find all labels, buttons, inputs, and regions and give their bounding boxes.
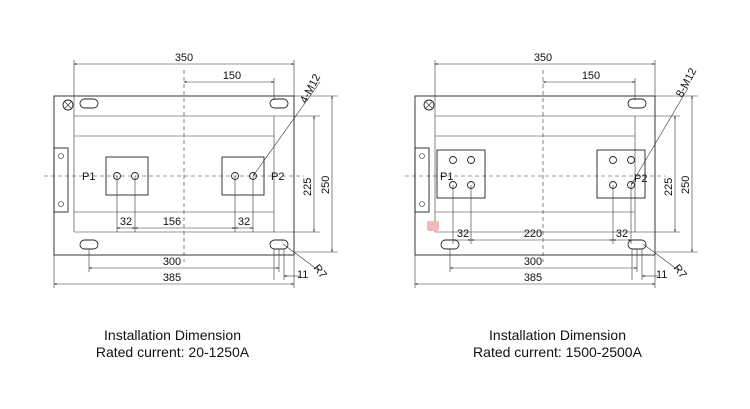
dim-bolt-span: 300 <box>524 256 542 268</box>
dim-height-outer: 250 <box>680 176 692 194</box>
dim-slot: 11 <box>297 269 308 281</box>
dim-spacing: 156 <box>163 216 181 228</box>
terminal-label-p1: P1 <box>440 171 453 183</box>
caption-left: Installation Dimension Rated current: 20… <box>60 327 285 361</box>
dim-spacing: 220 <box>524 228 542 240</box>
terminal-label-p2: P2 <box>634 173 647 185</box>
hole-callout: 4-M12 <box>298 72 323 105</box>
caption-rating: Rated current: 20-1250A <box>95 344 250 360</box>
dim-overall-bottom: 385 <box>163 272 181 284</box>
dim-offset-top: 150 <box>223 70 241 82</box>
highlight-mark <box>427 221 439 231</box>
dim-overall-top: 350 <box>175 52 193 64</box>
drawing-left: P1 P2 350 150 4-M12 225 250 32 156 32 <box>44 52 338 288</box>
side-bracket <box>53 147 69 213</box>
terminal-plate-p1 <box>436 149 486 199</box>
caption-title: Installation Dimension <box>489 327 626 343</box>
caption-rating: Rated current: 1500-2500A <box>473 344 642 360</box>
dim-slot: 11 <box>656 269 667 281</box>
dim-offset-top: 150 <box>582 70 600 82</box>
dim-radius: R7 <box>311 262 329 280</box>
mounting-slot <box>627 98 647 109</box>
dim-overall-bottom: 385 <box>524 272 542 284</box>
terminal-plate-p2 <box>596 149 646 199</box>
screw-icon <box>62 99 74 111</box>
dim-bolt-span: 300 <box>163 256 181 268</box>
side-bracket <box>414 147 430 213</box>
dim-overall-top: 350 <box>534 52 552 64</box>
mounting-slot <box>440 239 460 250</box>
dim-pitch-left: 32 <box>457 228 469 240</box>
dim-pitch-right: 32 <box>616 228 628 240</box>
dim-pitch-right: 32 <box>238 216 250 228</box>
drawing-right: P1 P2 350 150 8-M12 225 250 32 220 32 <box>405 52 699 288</box>
dim-height-inner: 225 <box>302 178 314 196</box>
terminal-label-p1: P1 <box>82 171 95 183</box>
screw-icon <box>423 99 435 111</box>
dim-radius: R7 <box>671 262 689 280</box>
mounting-slot <box>79 98 99 109</box>
hole-callout: 8-M12 <box>674 66 699 99</box>
dim-pitch-left: 32 <box>120 216 132 228</box>
caption-title: Installation Dimension <box>104 327 241 343</box>
dim-height-outer: 250 <box>320 176 332 194</box>
mounting-slot <box>269 98 289 109</box>
terminal-plate-p1 <box>105 156 149 196</box>
mounting-slot <box>269 239 289 250</box>
dim-height-inner: 225 <box>663 178 675 196</box>
caption-right: Installation Dimension Rated current: 15… <box>445 327 670 361</box>
terminal-label-p2: P2 <box>271 171 284 183</box>
mounting-slot <box>79 239 99 250</box>
